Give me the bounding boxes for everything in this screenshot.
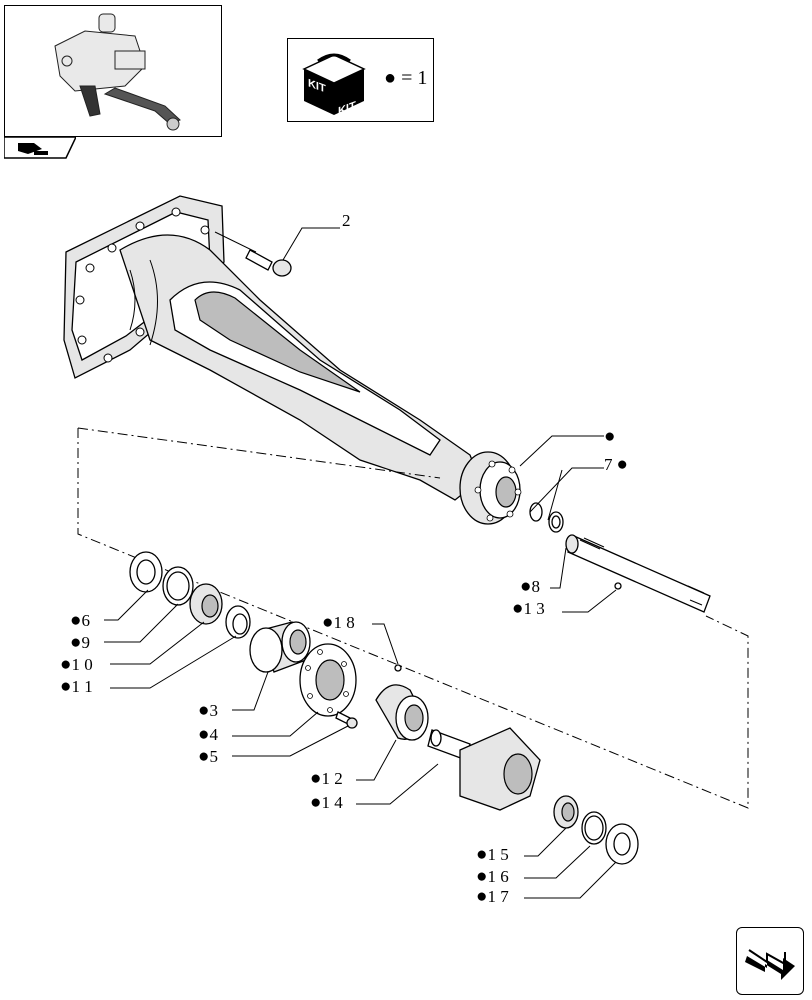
axle-housing (63, 195, 522, 525)
flange-plate (299, 643, 358, 729)
seal-rings (529, 502, 564, 533)
kit-legend: ● = 1 (384, 67, 427, 90)
kit-box-icon: KIT KIT (302, 53, 366, 118)
next-page-button[interactable] (736, 927, 804, 995)
kit-legend-box: KIT KIT ● = 1 (287, 38, 434, 122)
callout-16: ●1 6 (476, 866, 509, 887)
callout-13: ●1 3 (512, 598, 545, 619)
callout-14: ●1 4 (310, 792, 343, 813)
callout-9: ●9 (70, 632, 90, 653)
next-page-arrow-icon (745, 949, 795, 980)
kit-bullet: ● (384, 67, 397, 89)
book-tab-icon[interactable] (3, 136, 78, 159)
pivot-housing (375, 664, 429, 741)
callout-11: ●1 1 (60, 676, 93, 697)
callout-8: ●8 (520, 576, 540, 597)
callout-15: ●1 5 (476, 844, 509, 865)
callout-6: ●6 (70, 610, 90, 631)
assembly-boundary-line (77, 428, 749, 809)
leader-lines (104, 227, 617, 899)
right-seal-parts (553, 795, 639, 865)
assembly-thumbnail (4, 5, 222, 137)
callout-2: 2 (342, 211, 351, 230)
callout-10: ●1 0 (60, 654, 93, 675)
callout-3: ●3 (198, 700, 218, 721)
bolt-part (214, 231, 292, 277)
callout-4: ●4 (198, 724, 218, 745)
yoke-shaft (427, 727, 541, 811)
callout-7: 7● (604, 454, 628, 475)
drive-shaft (565, 534, 711, 613)
callout-1: ● (604, 426, 615, 447)
kit-legend-text: = 1 (401, 67, 428, 89)
bushing-part (249, 621, 311, 673)
callout-17: ●1 7 (476, 886, 509, 907)
callout-5: ●5 (198, 746, 218, 767)
callout-18: ●1 8 (322, 612, 355, 633)
callout-labels: 2 ● 7● ●8 ●1 3 ●6 ●9 ●1 0 ●1 1 ●1 8 ●3 ●… (60, 211, 628, 907)
assembly-boundary-line-top (77, 427, 441, 479)
left-bearing-parts (129, 551, 251, 639)
tractor-assembly-thumbnail-icon (54, 13, 181, 131)
callout-12: ●1 2 (310, 768, 343, 789)
